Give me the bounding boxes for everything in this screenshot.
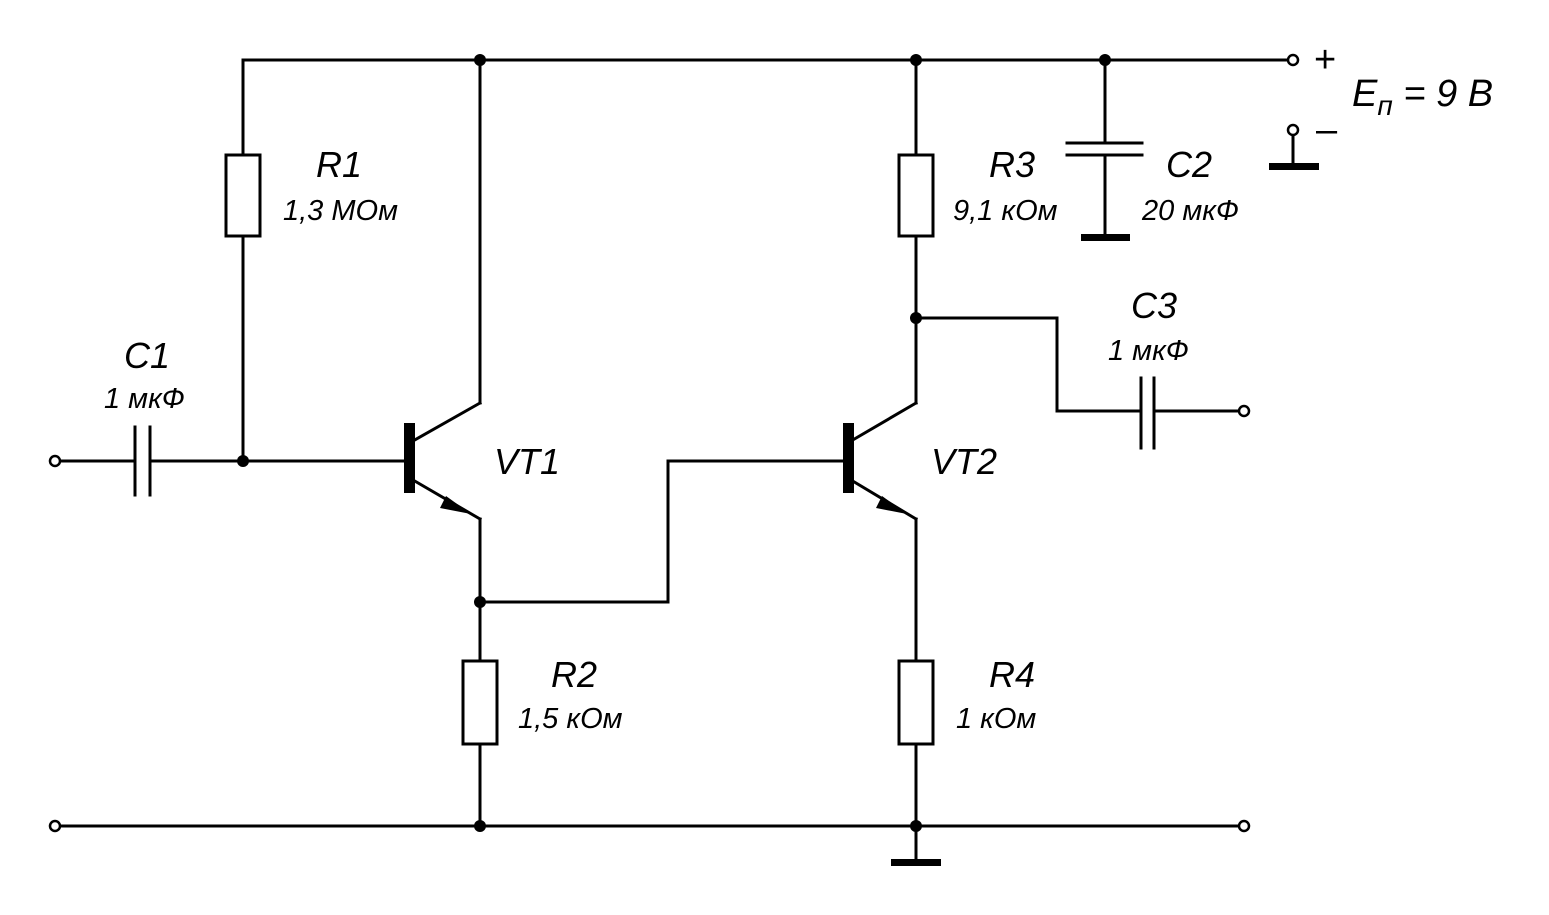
terminal-output <box>1237 404 1251 418</box>
c1-label: C1 <box>124 335 170 376</box>
c3-label: C3 <box>1131 285 1177 326</box>
r3-value: 9,1 кОм <box>953 195 1058 227</box>
c1-value: 1 мкФ <box>104 383 185 415</box>
r2-label: R2 <box>551 654 597 695</box>
transistor-vt2-emitter-arrow <box>876 496 907 514</box>
supply-subscript: п <box>1377 90 1392 121</box>
vt1-label: VT1 <box>494 441 560 482</box>
wire-interstage <box>478 459 848 604</box>
c3-value: 1 мкФ <box>1108 335 1189 367</box>
supply-voltage-label: Eп = 9 В <box>1352 73 1493 121</box>
transistor-vt1-base <box>404 423 415 493</box>
r1-label: R1 <box>316 144 362 185</box>
c2-label: C2 <box>1166 144 1212 185</box>
r3-label: R3 <box>989 144 1035 185</box>
supply-minus-sign: – <box>1316 109 1338 151</box>
capacitor-c1 <box>133 425 152 497</box>
wire-vt2-collector-diag <box>848 400 919 444</box>
supply-value: = 9 В <box>1393 73 1493 115</box>
supply-plus-sign: + <box>1314 39 1336 81</box>
ground-symbol-supply <box>1269 163 1319 170</box>
terminal-input <box>48 454 62 468</box>
supply-symbol: E <box>1352 73 1378 115</box>
capacitor-c2 <box>1065 141 1144 157</box>
terminal-ground-left <box>48 819 62 833</box>
ground-symbol-main <box>891 859 941 866</box>
r4-value: 1 кОм <box>956 703 1036 735</box>
wire-vt1-collector-diag <box>410 400 483 444</box>
c2-value: 20 мкФ <box>1141 195 1239 227</box>
resistor-r2 <box>461 659 499 746</box>
junction-dots <box>237 54 1111 832</box>
r2-value: 1,5 кОм <box>518 703 623 735</box>
resistor-r3 <box>897 153 935 238</box>
wire-output <box>914 316 1143 413</box>
resistor-r4 <box>897 659 935 746</box>
r4-label: R4 <box>989 654 1035 695</box>
terminal-supply-plus <box>1286 53 1300 67</box>
transistor-vt2-base <box>843 423 854 493</box>
r1-value: 1,3 МОм <box>283 195 398 227</box>
vt2-label: VT2 <box>931 441 997 482</box>
terminal-ground-right <box>1237 819 1251 833</box>
capacitor-c3 <box>1139 376 1156 450</box>
resistor-r1 <box>224 153 262 238</box>
terminal-supply-minus <box>1286 123 1300 137</box>
ground-symbol-c2 <box>1081 234 1130 241</box>
transistor-vt1-emitter-arrow <box>440 496 471 514</box>
